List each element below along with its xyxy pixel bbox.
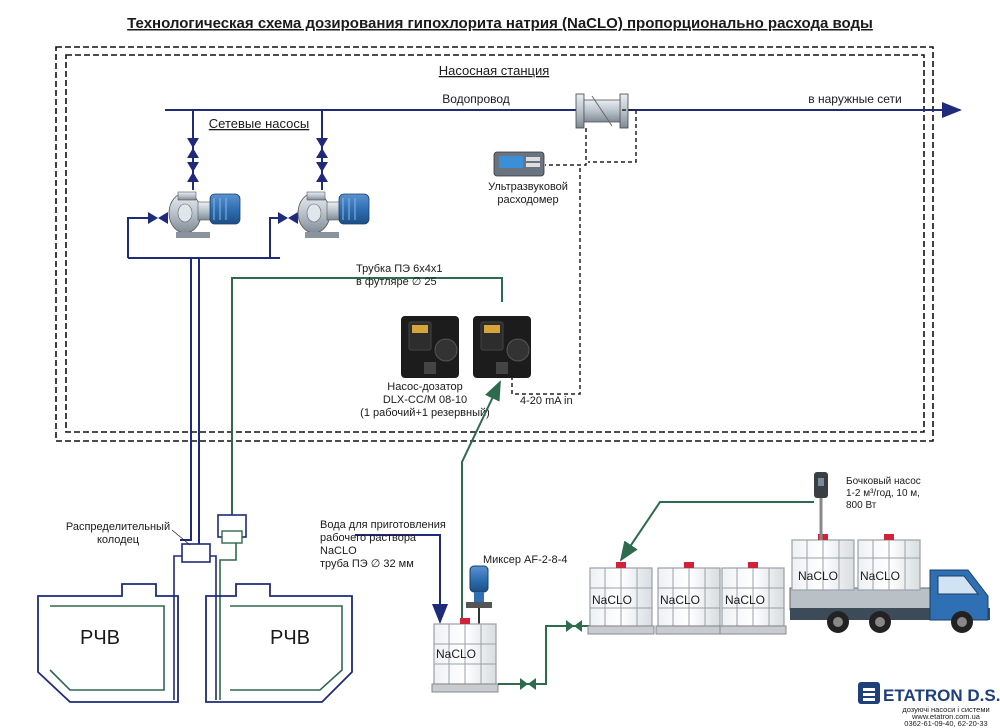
truck-container-2 bbox=[857, 534, 921, 591]
well-label-line1: Распределительный bbox=[66, 521, 170, 533]
storage-container-3-label: NaCLO bbox=[725, 593, 765, 607]
tank-left-label: РЧВ bbox=[80, 627, 120, 649]
clean-water-tank-right bbox=[205, 583, 353, 703]
sensor-cable-2 bbox=[588, 109, 637, 163]
prep-water-line4: труба ПЭ ∅ 32 мм bbox=[320, 558, 414, 570]
storage-container-2 bbox=[655, 562, 723, 635]
barrel-pump-line3: 800 Вт bbox=[846, 500, 877, 511]
delivery-truck bbox=[789, 569, 990, 633]
prep-tank-container bbox=[431, 618, 499, 693]
storage-container-1 bbox=[587, 562, 655, 635]
signal-label: 4-20 mA in bbox=[520, 395, 573, 407]
mixer-label: Миксер AF-2-8-4 bbox=[483, 554, 567, 566]
truck-container-2-label: NaCLO bbox=[860, 569, 900, 583]
outlet-label: в наружные сети bbox=[808, 92, 901, 106]
doser-suction-line bbox=[461, 380, 501, 630]
logo-tagline: дозуючі насоси і системи bbox=[902, 705, 989, 714]
logo-phone: 0362-61-09-40, 62-20-33 bbox=[904, 719, 987, 728]
prep-tank-label: NaCLO bbox=[436, 647, 476, 661]
water-main-label: Водопровод bbox=[442, 92, 510, 106]
station-label: Насосная станция bbox=[439, 63, 550, 78]
well-leader-line bbox=[171, 529, 191, 546]
station-boundary-inner bbox=[65, 54, 925, 433]
well-label-line2: колодец bbox=[97, 534, 140, 546]
ultrasonic-flowmeter-spool bbox=[575, 93, 629, 129]
doser-label-line3: (1 рабочий+1 резервный) bbox=[360, 407, 490, 419]
flowmeter-label-line2: расходомер bbox=[497, 194, 558, 206]
dosing-pump-1 bbox=[401, 316, 459, 378]
signal-cable-4-20ma bbox=[511, 168, 581, 395]
clean-water-tank-left bbox=[37, 583, 179, 703]
storage-container-2-label: NaCLO bbox=[660, 593, 700, 607]
prep-water-line1: Вода для приготовления bbox=[320, 519, 446, 531]
prep-water-pipe bbox=[355, 534, 448, 624]
transfer-pipe bbox=[498, 625, 596, 685]
flowmeter-transmitter bbox=[493, 151, 545, 177]
flowmeter-label-line1: Ультразвуковой bbox=[488, 181, 568, 193]
network-pump-1 bbox=[127, 110, 241, 258]
tube-label-line1: Трубка ПЭ 6х4х1 bbox=[356, 263, 442, 275]
suction-pipe-down-1 bbox=[180, 258, 192, 541]
prep-water-line3: NaCLO bbox=[320, 545, 357, 557]
barrel-pump-line2: 1-2 м³/год, 10 м, bbox=[846, 488, 920, 499]
storage-container-1-label: NaCLO bbox=[592, 593, 632, 607]
suction-pipe-down-2 bbox=[198, 258, 209, 546]
diagram-title: Технологическая схема дозирования гипохл… bbox=[127, 15, 873, 32]
sensor-cable-1 bbox=[545, 128, 587, 166]
distribution-well bbox=[173, 514, 247, 700]
network-pump-2 bbox=[269, 110, 370, 258]
barrel-pump bbox=[814, 472, 828, 540]
barrel-pump-line1: Бочковый насос bbox=[846, 476, 921, 487]
tank-right-label: РЧВ bbox=[270, 627, 310, 649]
doser-label-line2: DLX-CC/M 08-10 bbox=[383, 394, 467, 406]
logo-brand: ETATRON D.S. bbox=[883, 686, 1000, 705]
prep-water-line2: рабочего раствора bbox=[320, 532, 417, 544]
storage-container-3 bbox=[719, 562, 787, 635]
reagent-tube bbox=[231, 277, 503, 525]
dosing-pump-2 bbox=[473, 316, 531, 378]
logo-site: www.etatron.com.ua bbox=[911, 712, 981, 721]
valve-icon bbox=[520, 678, 536, 690]
network-pumps-label: Сетевые насосы bbox=[209, 116, 309, 131]
etatron-logo bbox=[858, 682, 880, 704]
barrel-pump-hose bbox=[619, 501, 814, 562]
truck-container-1-label: NaCLO bbox=[798, 569, 838, 583]
truck-container-1 bbox=[791, 534, 855, 591]
tube-label-line2: в футляре ∅ 25 bbox=[356, 276, 437, 288]
station-boundary-outer bbox=[55, 46, 934, 442]
doser-label-line1: Насос-дозатор bbox=[387, 381, 462, 393]
valve-icon bbox=[566, 620, 582, 632]
